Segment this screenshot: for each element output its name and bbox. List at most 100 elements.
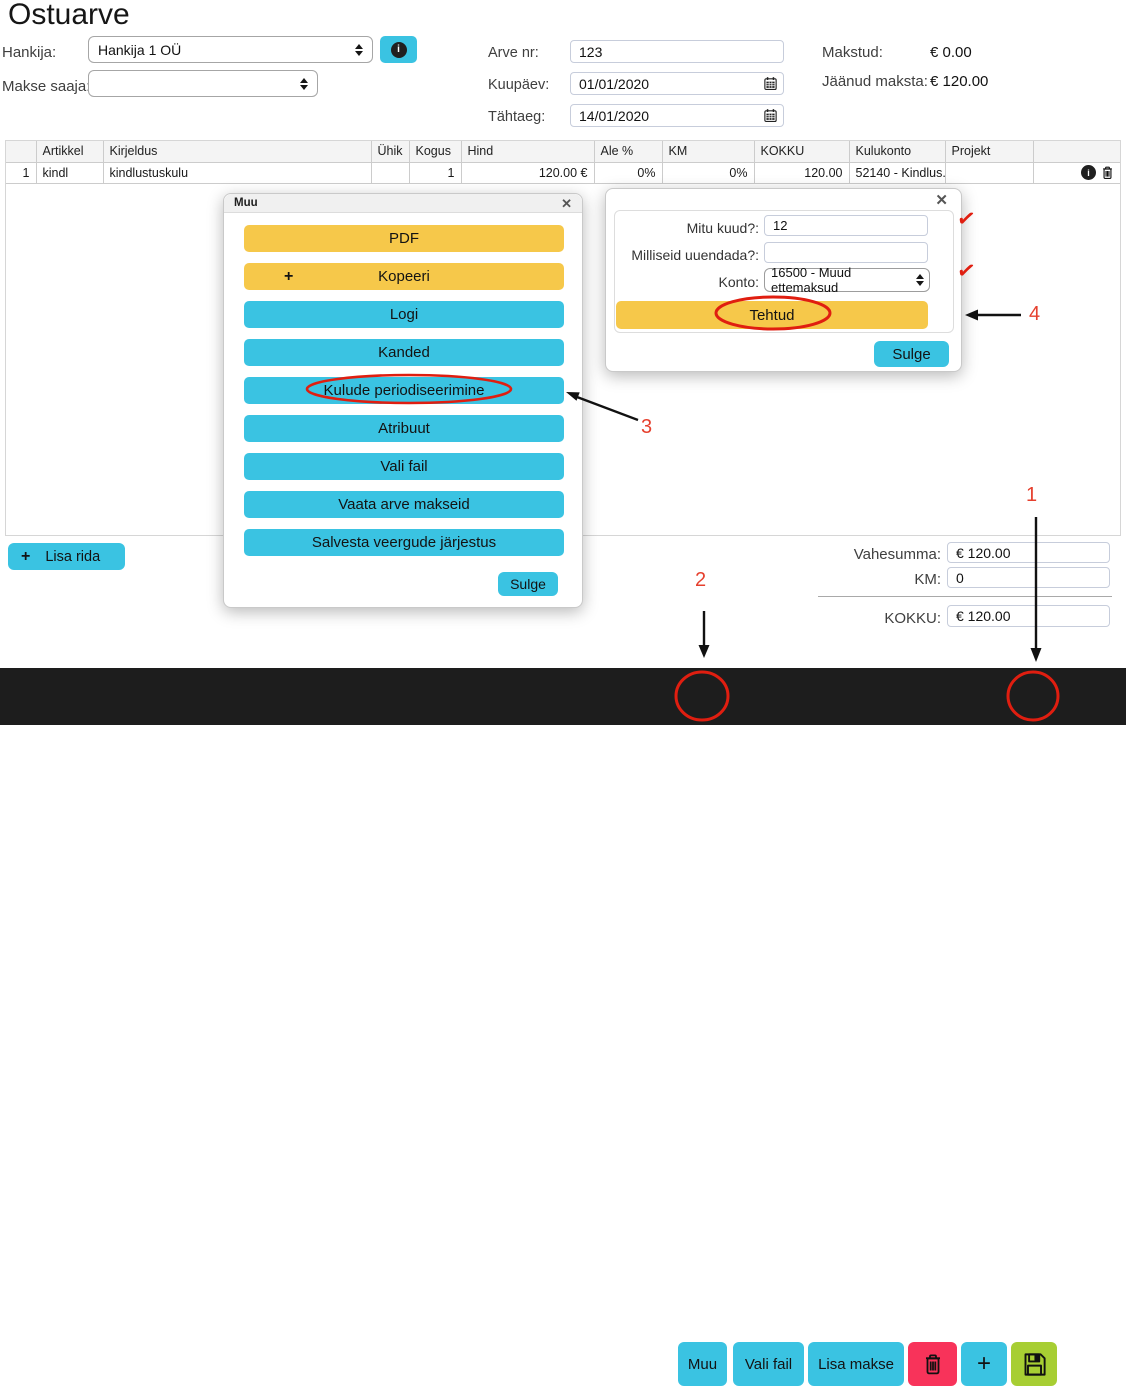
- cell-kulukonto[interactable]: 52140 - Kindlus...: [849, 162, 946, 184]
- jaanud-maksta-label: Jäänud maksta:: [822, 73, 928, 90]
- kulude-periodiseerimine-button[interactable]: Kulude periodiseerimine: [244, 377, 564, 404]
- cell-projekt[interactable]: [945, 162, 1034, 184]
- pdf-button[interactable]: PDF: [244, 225, 564, 252]
- col-ale[interactable]: Ale %: [594, 141, 663, 163]
- milliseid-uuendada-input[interactable]: [764, 242, 928, 263]
- muu-modal-header: Muu ✕: [224, 194, 582, 213]
- konto-label: Konto:: [718, 274, 759, 290]
- logi-button[interactable]: Logi: [244, 301, 564, 328]
- km-input[interactable]: [947, 567, 1110, 588]
- calendar-icon[interactable]: [763, 108, 778, 123]
- annotation-arrow-2: [698, 611, 710, 658]
- select-spinner-icon: [300, 77, 308, 90]
- kopeeri-label: Kopeeri: [378, 268, 430, 285]
- lisa-rida-button[interactable]: + Lisa rida: [8, 543, 125, 570]
- kuupaev-input[interactable]: [570, 72, 784, 95]
- add-row-button[interactable]: +: [961, 1342, 1007, 1386]
- arve-nr-input[interactable]: [570, 40, 784, 63]
- col-km[interactable]: KM: [662, 141, 755, 163]
- tahtaeg-label: Tähtaeg:: [488, 109, 546, 125]
- row-delete-icon[interactable]: [1100, 165, 1115, 180]
- arve-nr-label: Arve nr:: [488, 45, 539, 61]
- kuupaev-label: Kuupäev:: [488, 77, 550, 93]
- makstud-label: Makstud:: [822, 44, 883, 61]
- cell-rownum: 1: [6, 162, 37, 184]
- milliseid-uuendada-label: Milliseid uuendada?:: [631, 247, 759, 263]
- col-artikkel[interactable]: Artikkel: [36, 141, 104, 163]
- atribuut-button[interactable]: Atribuut: [244, 415, 564, 442]
- select-spinner-icon: [916, 274, 924, 286]
- cell-kirjeldus[interactable]: kindlustuskulu: [103, 162, 372, 184]
- cell-hind[interactable]: 120.00 €: [461, 162, 595, 184]
- muu-sulge-button[interactable]: Sulge: [498, 572, 558, 596]
- kanded-button[interactable]: Kanded: [244, 339, 564, 366]
- annotation-number-4: 4: [1029, 303, 1041, 325]
- col-projekt[interactable]: Projekt: [945, 141, 1034, 163]
- vali-fail-modal-button[interactable]: Vali fail: [244, 453, 564, 480]
- annotation-arrow-1: [1030, 517, 1042, 662]
- makstud-value: € 0.00: [930, 44, 972, 61]
- line-items-table: Artikkel Kirjeldus Ühik Kogus Hind Ale %…: [6, 141, 1120, 184]
- col-kokku[interactable]: KOKKU: [754, 141, 850, 163]
- save-icon: [1024, 1352, 1046, 1376]
- col-hind[interactable]: Hind: [461, 141, 595, 163]
- plus-icon: +: [21, 547, 31, 565]
- cell-kogus[interactable]: 1: [409, 162, 462, 184]
- cell-uhik[interactable]: [371, 162, 410, 184]
- jaanud-maksta-value: € 120.00: [930, 73, 989, 90]
- col-kirjeldus[interactable]: Kirjeldus: [103, 141, 372, 163]
- cell-km[interactable]: 0%: [662, 162, 755, 184]
- periodization-modal: ✕ Mitu kuud?: Milliseid uuendada?: Konto…: [605, 188, 962, 372]
- kokku-label: KOKKU:: [884, 610, 941, 627]
- vali-fail-button[interactable]: Vali fail: [733, 1342, 804, 1386]
- hankija-label: Hankija:: [2, 44, 57, 61]
- period-sulge-button[interactable]: Sulge: [874, 341, 949, 367]
- col-uhik[interactable]: Ühik: [371, 141, 410, 163]
- supplier-info-button[interactable]: i: [380, 36, 417, 63]
- cell-artikkel[interactable]: kindl: [36, 162, 104, 184]
- konto-select[interactable]: 16500 - Muud ettemaksud: [764, 265, 930, 295]
- col-actions: [1033, 141, 1120, 163]
- table-header-row: Artikkel Kirjeldus Ühik Kogus Hind Ale %…: [6, 141, 1120, 163]
- vaata-arve-makseid-button[interactable]: Vaata arve makseid: [244, 491, 564, 518]
- col-kogus[interactable]: Kogus: [409, 141, 462, 163]
- save-button[interactable]: [1011, 1342, 1057, 1386]
- hankija-select-value: Hankija 1 OÜ: [98, 41, 182, 58]
- muu-modal: Muu ✕ PDF + Kopeeri Logi Kanded Kulude p…: [223, 193, 583, 608]
- delete-invoice-button[interactable]: [908, 1342, 957, 1386]
- lisa-makse-button[interactable]: Lisa makse: [808, 1342, 904, 1386]
- makse-saaja-select[interactable]: [88, 70, 318, 97]
- kopeeri-button[interactable]: + Kopeeri: [244, 263, 564, 290]
- kokku-input[interactable]: [947, 605, 1110, 627]
- table-row: 1 kindl kindlustuskulu 1 120.00 € 0% 0% …: [6, 162, 1120, 184]
- cell-ale[interactable]: 0%: [594, 162, 663, 184]
- calendar-icon[interactable]: [763, 76, 778, 91]
- totals-divider: [818, 596, 1112, 597]
- col-kulukonto[interactable]: Kulukonto: [849, 141, 946, 163]
- trash-icon: [925, 1354, 940, 1375]
- page-title: Ostuarve: [8, 0, 130, 31]
- bottom-action-bar: Muu Vali fail Lisa makse +: [0, 668, 1126, 1386]
- col-rownum[interactable]: [6, 141, 37, 163]
- close-icon[interactable]: ✕: [935, 192, 948, 209]
- muu-modal-title: Muu: [234, 197, 258, 209]
- cell-kokku[interactable]: 120.00: [754, 162, 850, 184]
- close-icon[interactable]: ✕: [561, 195, 572, 211]
- mitu-kuud-input[interactable]: [764, 215, 928, 236]
- cell-row-actions: i: [1033, 162, 1120, 184]
- tehtud-button[interactable]: Tehtud: [616, 301, 928, 329]
- vahesumma-input[interactable]: [947, 542, 1110, 563]
- annotation-number-3: 3: [641, 416, 653, 438]
- vahesumma-label: Vahesumma:: [853, 546, 941, 563]
- tahtaeg-input[interactable]: [570, 104, 784, 127]
- info-icon: i: [390, 41, 407, 58]
- plus-icon: +: [284, 267, 294, 285]
- mitu-kuud-label: Mitu kuud?:: [686, 220, 759, 236]
- muu-button[interactable]: Muu: [678, 1342, 727, 1386]
- makse-saaja-label: Makse saaja:: [2, 78, 91, 95]
- hankija-select[interactable]: Hankija 1 OÜ: [88, 36, 373, 63]
- km-label: KM:: [914, 571, 941, 588]
- periodization-form-box: [614, 210, 954, 333]
- salvesta-veergude-button[interactable]: Salvesta veergude järjestus: [244, 529, 564, 556]
- row-info-icon[interactable]: i: [1081, 165, 1096, 180]
